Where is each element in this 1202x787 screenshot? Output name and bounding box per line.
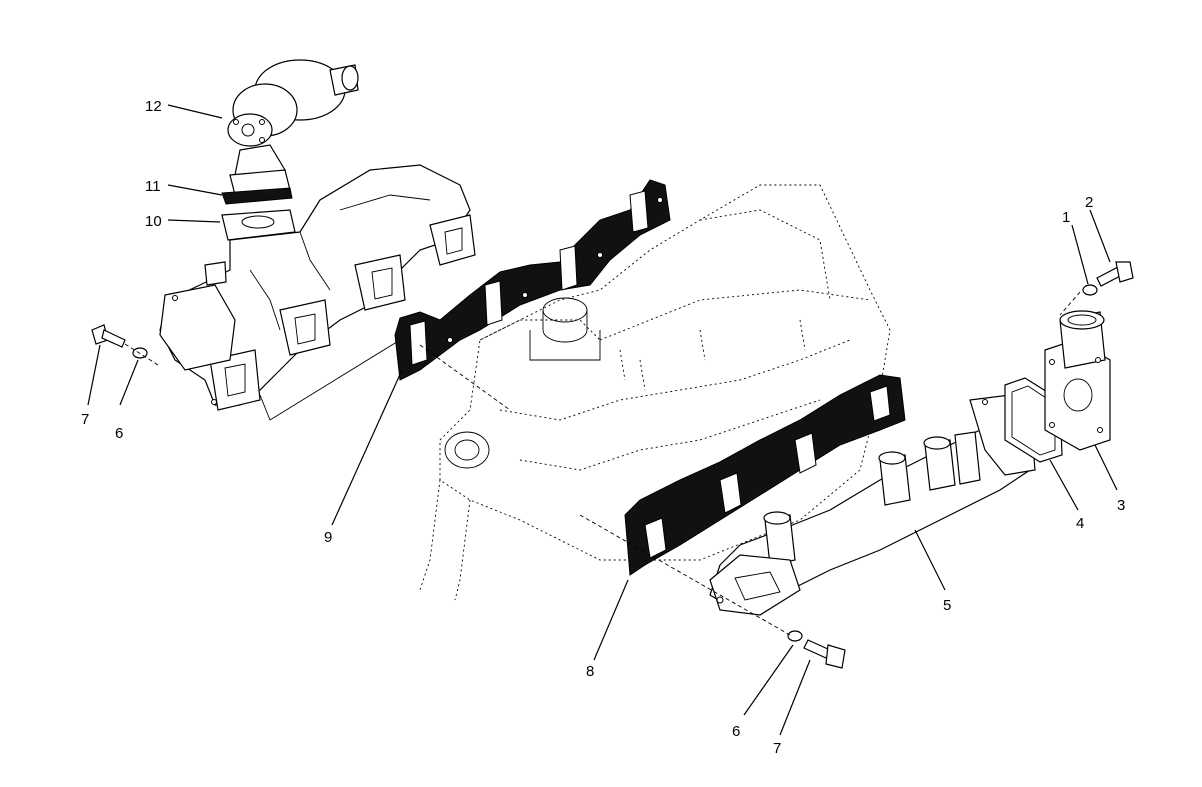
callout-7-bottom: 7 [773, 740, 781, 757]
callout-labels: 12 11 10 7 6 9 1 2 3 4 5 8 6 7 [81, 98, 1125, 757]
engine-block [419, 184, 891, 601]
callout-10: 10 [145, 213, 162, 230]
callout-1: 1 [1062, 209, 1070, 226]
leader-lines [87, 104, 1118, 736]
callout-12: 12 [145, 98, 162, 115]
exhaust-gasket-9 [394, 179, 671, 381]
washer-1 [1082, 284, 1098, 296]
washer-6-bottom [787, 630, 803, 642]
gasket-11 [221, 187, 293, 205]
callout-4: 4 [1076, 515, 1084, 532]
callout-6-left: 6 [115, 425, 123, 442]
callout-11: 11 [145, 178, 161, 195]
turbocharger [227, 59, 359, 196]
bolt-2 [1096, 261, 1134, 287]
callout-6-bottom: 6 [732, 723, 740, 740]
bolt-7-bottom [803, 639, 846, 669]
callout-7-left: 7 [81, 411, 89, 428]
thermostat-housing [1044, 310, 1111, 451]
callout-8: 8 [586, 663, 594, 680]
guide-lines [124, 291, 1081, 636]
exhaust-manifold [159, 164, 476, 411]
callout-5: 5 [943, 597, 951, 614]
callout-3: 3 [1117, 497, 1125, 514]
bolt-7-left [91, 324, 126, 348]
manifold-guide-line [259, 339, 401, 421]
callout-9: 9 [324, 529, 332, 546]
intake-gasket-8 [624, 374, 906, 576]
callout-2: 2 [1085, 194, 1093, 211]
